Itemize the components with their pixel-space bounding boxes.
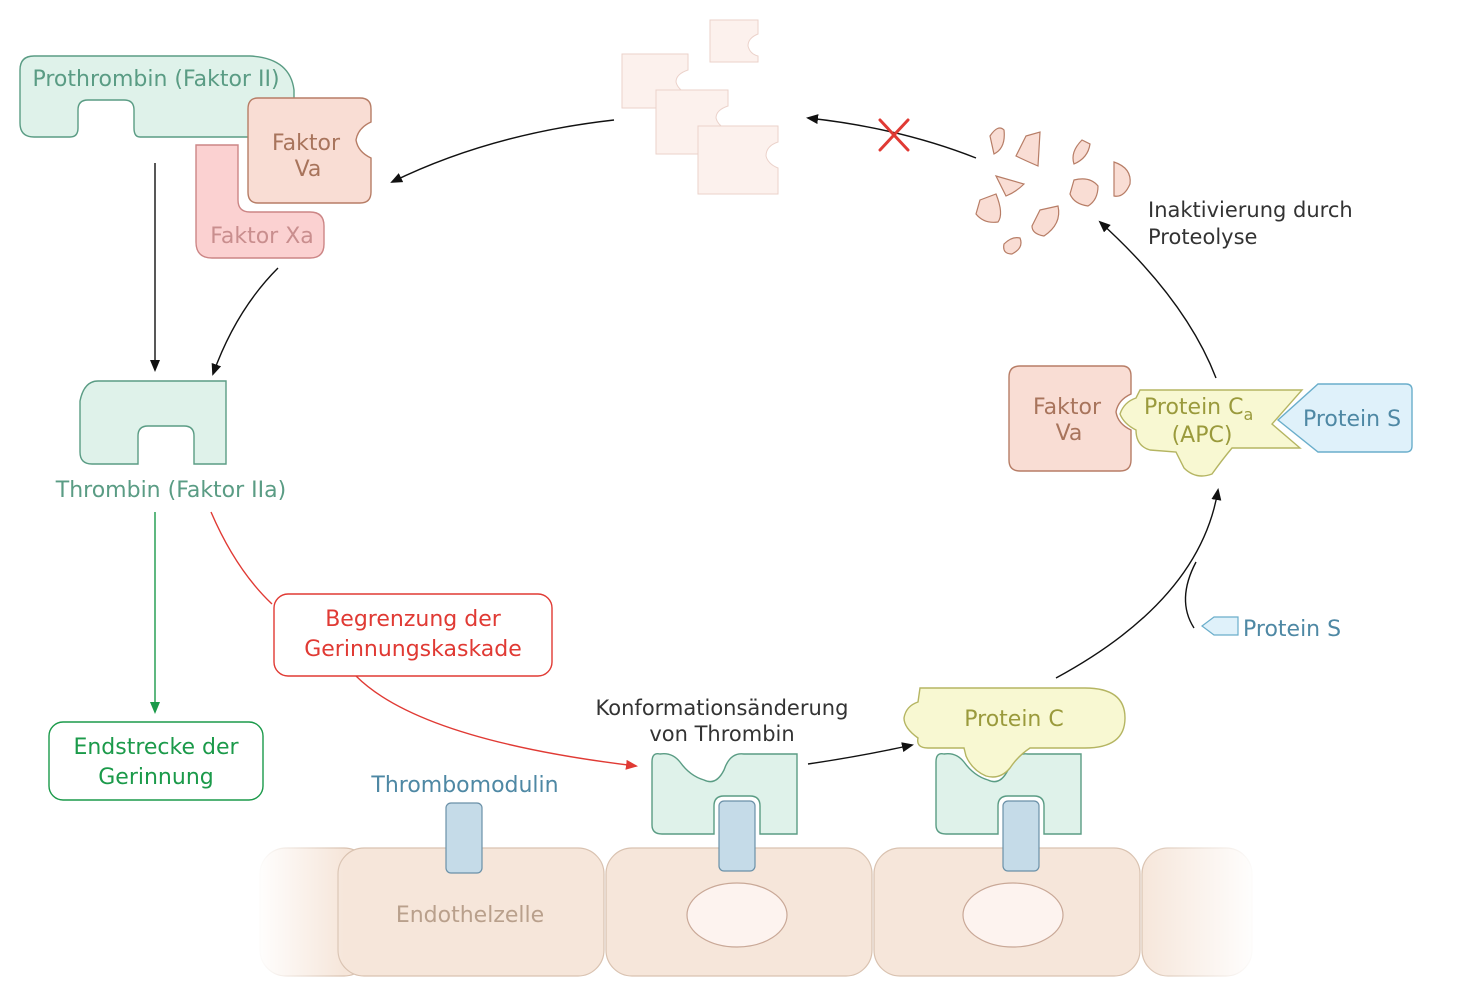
faktor-xa-shape xyxy=(195,144,325,259)
arrow-protein-c-to-apc xyxy=(1055,488,1222,679)
faktor-va-fragments xyxy=(975,127,1131,255)
konformation-line2: von Thrombin xyxy=(649,722,794,746)
inaktivierung-line1: Inaktivierung durch xyxy=(1148,198,1353,222)
inaktivierung-line2: Proteolyse xyxy=(1148,225,1257,249)
apc-label-line2: (APC) xyxy=(1172,423,1233,448)
faktor-va-complex-shape xyxy=(1008,365,1132,472)
protein-s-free-label: Protein S xyxy=(1243,617,1341,642)
thrombomodulin-receptor xyxy=(1002,800,1040,872)
protein-c-label: Protein C xyxy=(964,707,1063,732)
blocked-x-icon xyxy=(878,118,910,152)
thrombomodulin-receptor xyxy=(445,802,483,874)
faktor-va-label-line1: Faktor xyxy=(272,131,341,156)
faded-faktor-va-stack xyxy=(621,19,779,195)
faktor-va-shape xyxy=(247,97,372,204)
cell-nucleus xyxy=(962,882,1064,948)
endstrecke-line1: Endstrecke der xyxy=(73,735,239,760)
cell-nucleus xyxy=(686,882,788,948)
arrow-xa-to-thrombin xyxy=(211,267,279,376)
begrenzung-box xyxy=(273,593,553,677)
thrombin-shape xyxy=(79,380,227,465)
konformation-line1: Konformationsänderung xyxy=(596,696,849,720)
protein-s-free-shape xyxy=(1201,616,1239,636)
begrenzung-line2: Gerinnungskaskade xyxy=(304,637,522,662)
protein-c-shape xyxy=(903,687,1126,778)
thrombin-bound-shape xyxy=(651,752,798,835)
apc-shape xyxy=(1119,389,1304,477)
endstrecke-box xyxy=(48,721,264,801)
prothrombin-label: Prothrombin (Faktor II) xyxy=(32,67,279,92)
begrenzung-line1: Begrenzung der xyxy=(325,607,502,632)
arrow-begrenzung-to-thrombin xyxy=(355,675,638,770)
arrow-thrombin-to-begrenzung xyxy=(210,511,273,605)
arrow-to-faktor-va xyxy=(390,119,615,183)
endothelzelle-label: Endothelzelle xyxy=(396,903,544,928)
protein-s-complex-label: Protein S xyxy=(1303,407,1401,432)
faktor-va-complex-line2: Va xyxy=(1056,421,1083,446)
apc-label-line1: Protein Ca xyxy=(1144,395,1253,424)
thrombin-bound-shape xyxy=(935,752,1082,835)
protein-s-complex-shape xyxy=(1276,383,1413,453)
thrombomodulin-label: Thrombomodulin xyxy=(370,773,558,798)
faktor-va-complex-line1: Faktor xyxy=(1033,395,1102,420)
faktor-va-label-line2: Va xyxy=(295,157,322,182)
endothelium xyxy=(255,840,1260,985)
thrombomodulin-receptor xyxy=(718,800,756,872)
endstrecke-line2: Gerinnung xyxy=(98,765,213,790)
faktor-xa-label: Faktor Xa xyxy=(210,224,314,249)
arrow-protein-s-join xyxy=(1184,561,1197,629)
arrow-apc-to-fragments xyxy=(1098,220,1217,379)
arrow-conformation xyxy=(807,742,914,765)
thrombin-label: Thrombin (Faktor IIa) xyxy=(55,478,286,503)
